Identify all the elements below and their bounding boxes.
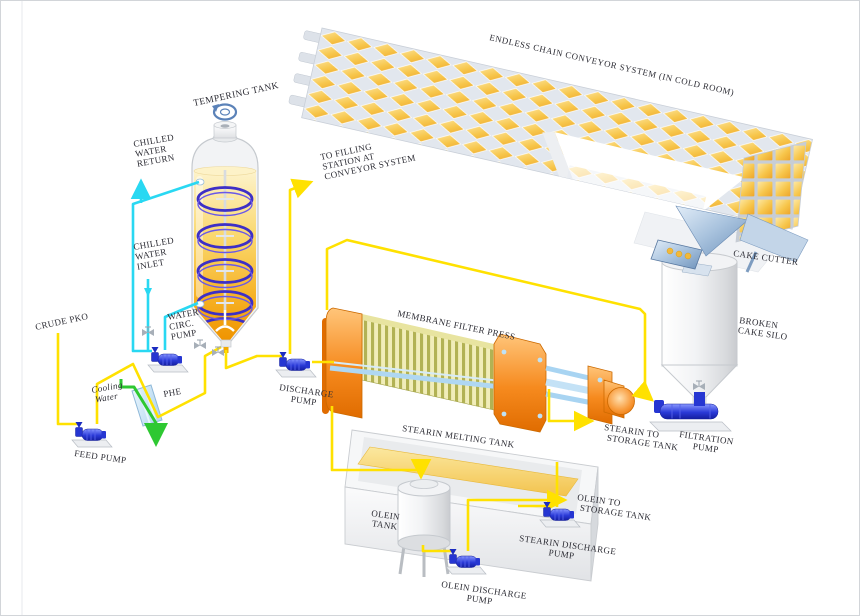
- cooling-coil: [196, 170, 254, 340]
- svg-text:Water: Water: [94, 391, 118, 405]
- press-movable-head: [493, 333, 547, 433]
- cooling-water-line: [119, 379, 168, 447]
- olein-tank-outlet-line: [421, 545, 451, 553]
- svg-text:CIRC.: CIRC.: [168, 318, 194, 332]
- label-phe: PHE: [163, 386, 183, 399]
- olein-storage-line: [466, 489, 568, 551]
- membrane-filter-press: [322, 307, 635, 433]
- svg-text:PUMP: PUMP: [548, 547, 575, 561]
- svg-text:PUMP: PUMP: [692, 441, 719, 455]
- process-lines: [56, 178, 654, 553]
- svg-text:PUMP: PUMP: [466, 593, 493, 607]
- hydraulic-cylinder: [607, 387, 635, 415]
- svg-text:TANK: TANK: [371, 518, 398, 531]
- agitator-icon: [212, 103, 238, 121]
- svg-text:PUMP: PUMP: [290, 394, 317, 408]
- svg-text:PUMP: PUMP: [170, 327, 197, 341]
- svg-text:INLET: INLET: [136, 257, 165, 272]
- cake-cutter: [650, 205, 809, 277]
- pump-to-coil-line: [163, 301, 199, 350]
- stearin-storage-line: [547, 389, 595, 432]
- press-to-filtration-line: [325, 238, 654, 402]
- tank-outlet-line: [224, 350, 282, 370]
- filtration-pump: [649, 392, 732, 432]
- crude-pko-line: [56, 333, 77, 426]
- chilled-return-line: [131, 180, 200, 353]
- label-olein-tank: OLEIN: [371, 508, 401, 522]
- feed-to-tank-line: [95, 345, 222, 424]
- tempering-tank: [191, 103, 259, 353]
- olein-tank: [397, 479, 451, 577]
- filling-station-line: [288, 178, 314, 354]
- olein-feed-line: [330, 406, 432, 480]
- chilled-inlet-arrowhead: [144, 288, 152, 297]
